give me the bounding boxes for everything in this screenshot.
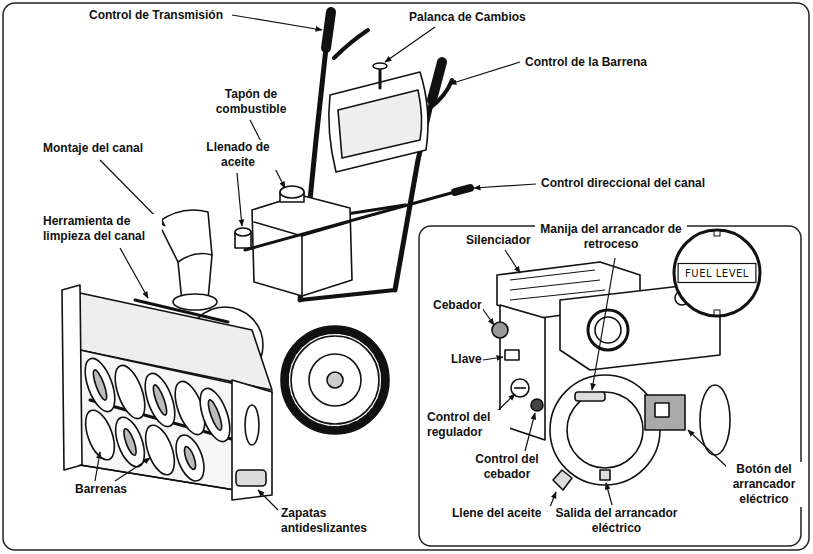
- part-label: Control del regulador: [426, 410, 510, 440]
- part-label: Llene del aceite: [451, 506, 542, 521]
- part-label: Control de Transmisión: [88, 8, 224, 23]
- part-label: Control direccional del canal: [540, 176, 706, 191]
- snowblower: [62, 12, 470, 500]
- inset-panel: SilenciadorManija del arrancador de retr…: [418, 225, 802, 547]
- part-label: Barrenas: [74, 482, 128, 497]
- part-label: Salida del arrancador eléctrico: [548, 506, 685, 536]
- part-label: Control de la Barrena: [524, 55, 648, 70]
- part-label: Botón del arrancador eléctrico: [726, 462, 802, 507]
- gauge-label: FUEL LEVEL: [685, 268, 749, 279]
- outer-frame: [3, 3, 809, 550]
- part-label: Llave: [450, 352, 483, 367]
- magnifier-circle: FUEL LEVEL: [672, 228, 762, 318]
- part-label: Llenado de aceite: [198, 140, 278, 170]
- part-label: Control del cebador: [466, 452, 548, 482]
- part-label: Herramienta de limpieza del canal: [42, 214, 162, 244]
- part-label: Manija del arrancador de retroceso: [535, 222, 687, 252]
- part-label: Silenciador: [465, 233, 532, 248]
- part-label: Tapón de combustible: [208, 87, 294, 117]
- part-label: Cebador: [432, 298, 483, 313]
- part-label: Zapatas antideslizantes: [280, 506, 386, 536]
- part-label: Palanca de Cambios: [408, 10, 527, 25]
- part-label: Montaje del canal: [42, 141, 144, 156]
